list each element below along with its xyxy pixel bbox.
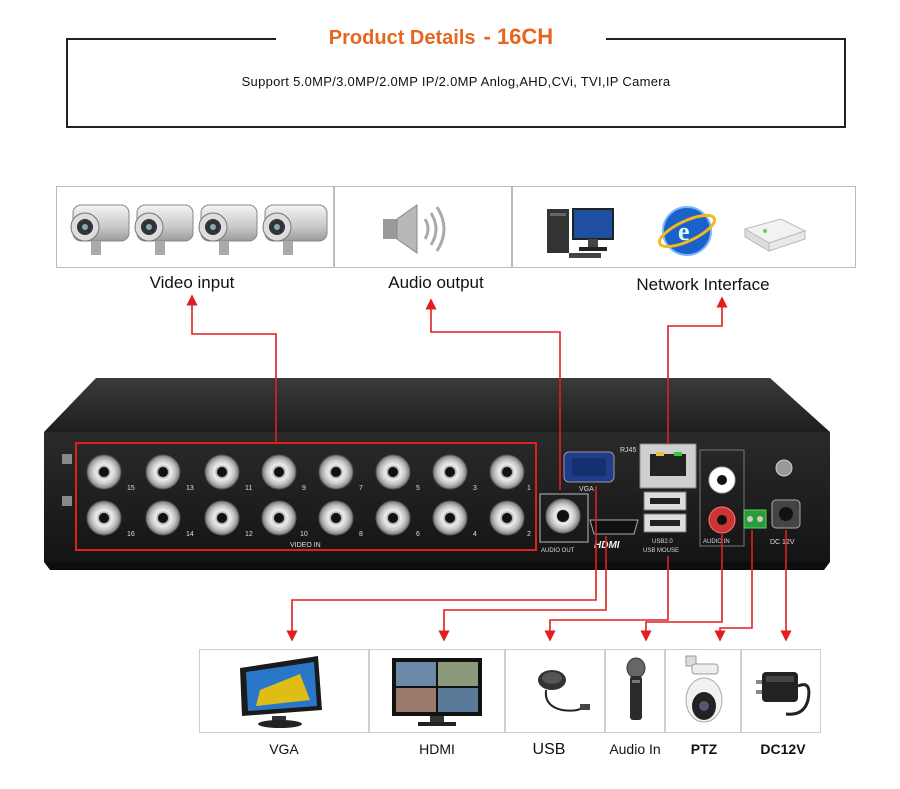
network-interface-label: Network Interface xyxy=(636,275,770,294)
monitor-icon xyxy=(240,656,322,728)
video-input-label: Video input xyxy=(149,273,235,292)
ptz-output-label: PTZ xyxy=(690,741,718,757)
ch-label: 7 xyxy=(359,485,363,492)
network-icons: e xyxy=(547,206,807,258)
audio-in-output-label: Audio In xyxy=(609,741,661,757)
ch-label: 12 xyxy=(245,531,253,538)
hdmi-output-box xyxy=(369,649,505,733)
audio-output-label: Audio output xyxy=(388,273,484,292)
speaker-icon xyxy=(383,204,446,254)
svg-text:e: e xyxy=(678,217,690,246)
usb-output-box xyxy=(505,649,605,733)
rj45-label: RJ45 xyxy=(620,447,636,454)
computer-icon xyxy=(547,208,614,258)
ch-label: 3 xyxy=(473,485,477,492)
usb-mouse-label: USB MOUSE xyxy=(643,548,679,554)
usb-label: USB2.0 xyxy=(652,539,673,545)
power-adapter-icon xyxy=(756,672,811,716)
vga-output-label: VGA xyxy=(269,741,299,757)
ch-label: 5 xyxy=(416,485,420,492)
audio-in-label: AUDIO IN xyxy=(703,539,730,545)
connection-arrows xyxy=(186,294,792,642)
ch-label: 1 xyxy=(527,485,531,492)
audio-out-label: AUDIO OUT xyxy=(541,548,575,554)
support-text: Support 5.0MP/3.0MP/2.0MP IP/2.0MP Anlog… xyxy=(241,74,671,89)
video-in-label: VIDEO IN xyxy=(290,542,321,549)
ch-label: 6 xyxy=(416,531,420,538)
dvr-device xyxy=(44,378,830,570)
vga-port-label: VGA xyxy=(579,486,594,493)
microphone-icon xyxy=(626,657,646,720)
ptz-camera-icon xyxy=(685,655,723,723)
network-interface-box: e xyxy=(512,186,856,268)
dc-output-box xyxy=(741,649,821,733)
audio-in-output-box xyxy=(605,649,665,733)
ch-label: 2 xyxy=(527,531,531,538)
audio-output-box xyxy=(334,186,512,268)
title-channels: - 16CH xyxy=(483,24,554,49)
vga-output-box xyxy=(199,649,369,733)
dc-output-label: DC12V xyxy=(760,741,806,757)
bnc-connectors xyxy=(86,454,525,536)
hdmi-port xyxy=(589,519,639,535)
video-input-box xyxy=(56,186,334,268)
bullet-camera-icon xyxy=(70,204,328,255)
ground-screw xyxy=(775,459,793,477)
ch-label: 16 xyxy=(127,531,135,538)
ch-label: 9 xyxy=(302,485,306,492)
hdmi-label: HDMI xyxy=(594,540,620,551)
ch-label: 8 xyxy=(359,531,363,538)
page-title: Product Details - 16CH xyxy=(276,24,606,56)
router-icon xyxy=(743,218,807,252)
ch-label: 10 xyxy=(300,531,308,538)
hdmi-output-label: HDMI xyxy=(419,741,455,757)
usb-output-label: USB xyxy=(532,741,566,758)
ptz-output-box xyxy=(665,649,741,733)
ch-label: 14 xyxy=(186,531,194,538)
dc-label: DC 12V xyxy=(770,539,795,546)
ptz-terminal xyxy=(743,509,767,529)
ch-label: 13 xyxy=(186,485,194,492)
ch-label: 4 xyxy=(473,531,477,538)
video-in-frame xyxy=(75,442,537,551)
mouse-icon xyxy=(538,670,590,712)
display-icon xyxy=(392,658,482,726)
ch-label: 15 xyxy=(127,485,135,492)
browser-globe-icon: e xyxy=(657,206,717,256)
ch-label: 11 xyxy=(245,485,252,492)
title-text: Product Details xyxy=(328,27,476,49)
